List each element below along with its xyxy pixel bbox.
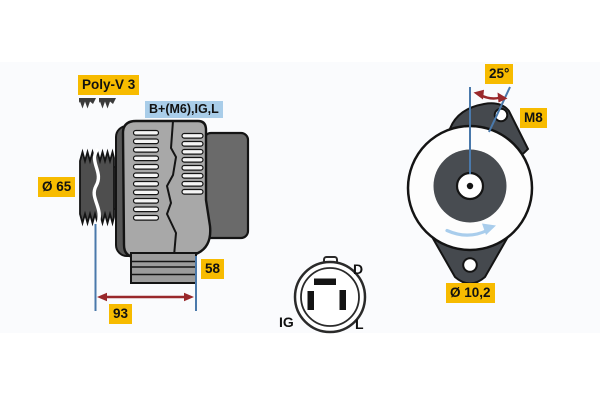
angle-dimension-arrow <box>473 89 508 103</box>
break-line <box>92 148 101 228</box>
dimension-arrow-93 <box>97 292 194 302</box>
alternator-body <box>121 119 212 259</box>
label-hole-diameter: Ø 10,2 <box>446 283 495 303</box>
vent-slots-right <box>181 132 204 195</box>
label-thread-m8: M8 <box>520 108 547 128</box>
label-belt-type: Poly-V 3 <box>78 75 140 95</box>
label-pulley-diameter: Ø 65 <box>38 177 76 197</box>
rotation-arrow-icon <box>445 223 496 237</box>
belt-profile-icon <box>79 98 116 109</box>
pin-label-l: L <box>355 316 364 332</box>
alternator-rear-view <box>406 86 534 285</box>
pin-slot-right <box>339 290 346 310</box>
dimension-extension-lines <box>94 224 197 311</box>
pin-slot-left <box>307 291 314 310</box>
vent-slots-left <box>132 129 160 221</box>
mounting-foot <box>130 252 197 284</box>
label-dimension-58: 58 <box>201 259 225 279</box>
label-angle-25: 25° <box>485 64 514 84</box>
pin-slot-top <box>314 278 336 285</box>
mounting-hole-10-2 <box>462 257 478 273</box>
angle-reference-lines <box>469 86 511 174</box>
connector-pins <box>307 278 346 310</box>
shaft-center-dot <box>466 182 474 190</box>
connector-plug-view <box>293 256 367 334</box>
pin-label-ig: IG <box>279 314 294 330</box>
label-terminals: B+(M6),IG,L <box>145 101 223 118</box>
pin-label-d: D <box>353 261 364 277</box>
pulley <box>79 148 115 228</box>
label-dimension-93: 93 <box>109 304 133 324</box>
alternator-side-view <box>79 98 250 311</box>
housing-seam-line <box>165 120 178 257</box>
